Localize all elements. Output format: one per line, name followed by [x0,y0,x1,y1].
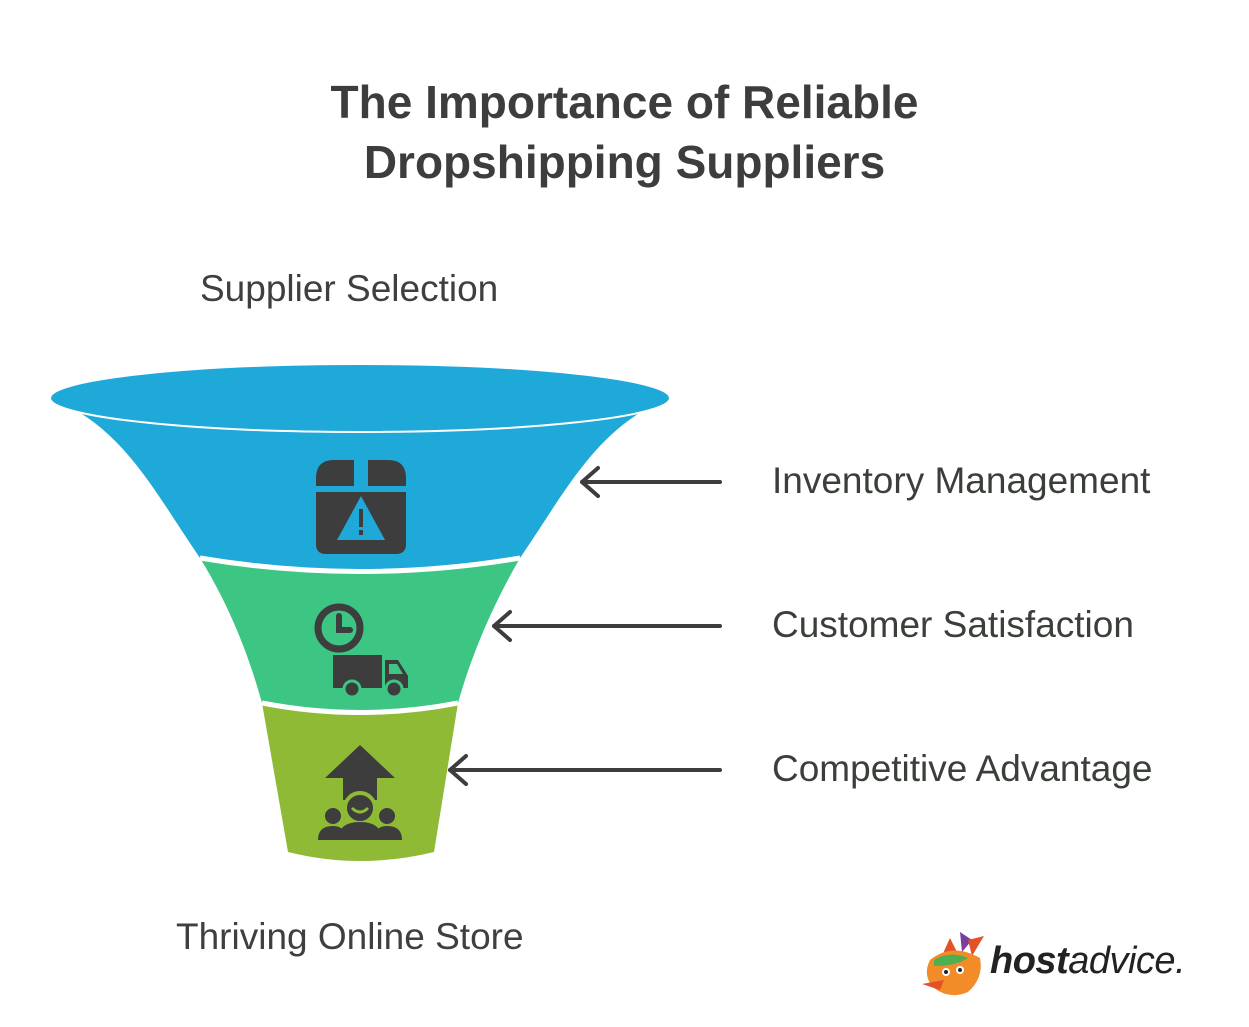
brand-wordmark-light: advice. [1068,940,1186,982]
arrow-inventory-management [580,466,722,498]
stage-label-inventory-management: Inventory Management [772,460,1151,501]
arrow-customer-satisfaction [492,610,722,642]
package-warning-icon [316,460,406,554]
segment-divider [199,555,521,574]
stage-label-competitive-advantage: Competitive Advantage [772,748,1153,789]
segment-divider [261,700,459,715]
team-growth-arrow-icon [318,745,402,840]
hostadvice-logo-icon [922,932,984,996]
bottom-label: Thriving Online Store [176,916,524,957]
top-label: Supplier Selection [200,268,499,309]
brand-wordmark-bold: host [990,940,1069,982]
delivery-truck-clock-icon [314,603,408,699]
page-title: The Importance of Reliable Dropshipping … [0,72,1249,192]
funnel-rim [49,363,671,433]
title-line-1: The Importance of Reliable [330,76,919,128]
stage-label-customer-satisfaction: Customer Satisfaction [772,604,1134,645]
funnel-segment-1 [72,408,648,572]
arrow-competitive-advantage [448,754,722,786]
title-line-2: Dropshipping Suppliers [363,136,886,188]
brand-wordmark: hostadvice. [990,940,1186,983]
